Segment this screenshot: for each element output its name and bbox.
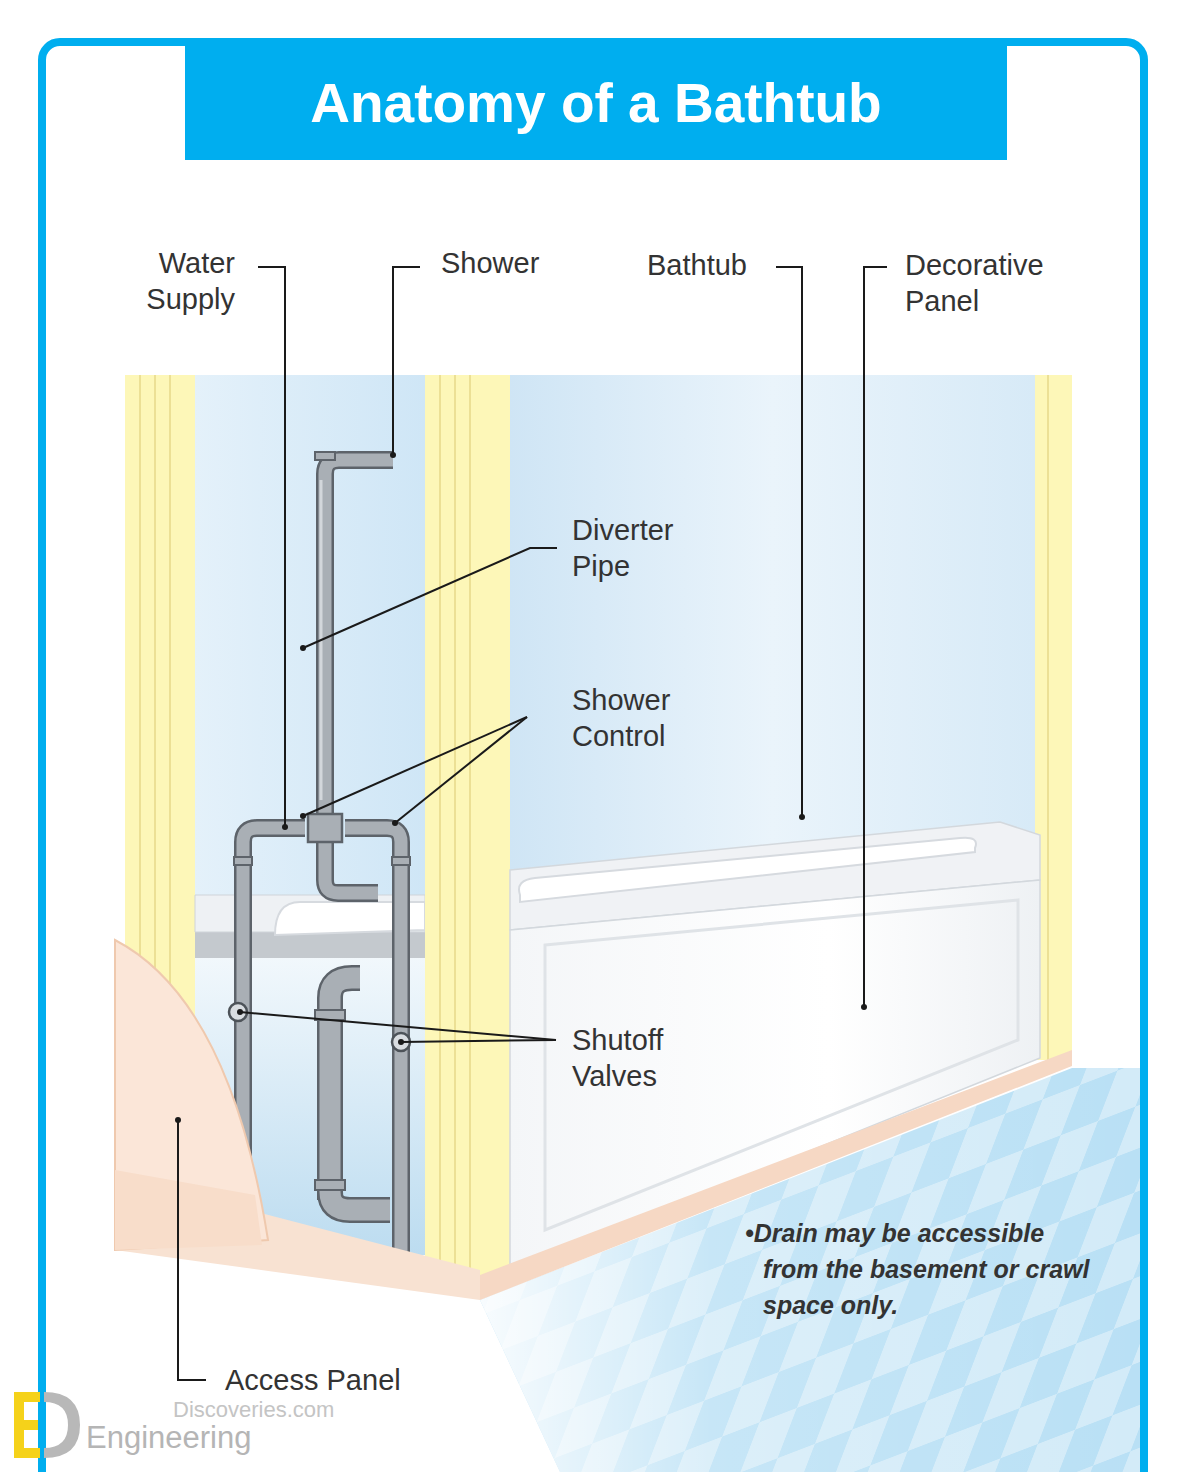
part-label: Decorative Panel [905, 247, 1080, 319]
note-text: •Drain may be accessible from the baseme… [745, 1215, 1098, 1323]
bathtub-body [510, 822, 1040, 1272]
part-label: Water Supply [100, 245, 235, 317]
access-panel-shape [115, 940, 268, 1250]
part-label: Access Panel [225, 1362, 485, 1398]
middle-stud [425, 375, 510, 1285]
part-label: Shower [441, 245, 601, 281]
watermark-logo [14, 1392, 80, 1458]
watermark-text: Engineering [86, 1420, 346, 1456]
part-label: Shutoff Valves [572, 1022, 732, 1094]
part-label: Shower Control [572, 682, 732, 754]
shutoff-valve-symbols [229, 1003, 410, 1051]
watermark-text: Discoveries.com [173, 1397, 393, 1423]
leader-lines [175, 267, 887, 1380]
title-text: Anatomy of a Bathtub [310, 71, 881, 135]
tee-fitting [308, 814, 342, 842]
title-banner: Anatomy of a Bathtub [185, 45, 1007, 160]
plumbing-pipes [234, 452, 410, 1252]
part-label: Bathtub [647, 247, 787, 283]
frame-border [42, 42, 1144, 1472]
part-label: Diverter Pipe [572, 512, 722, 584]
